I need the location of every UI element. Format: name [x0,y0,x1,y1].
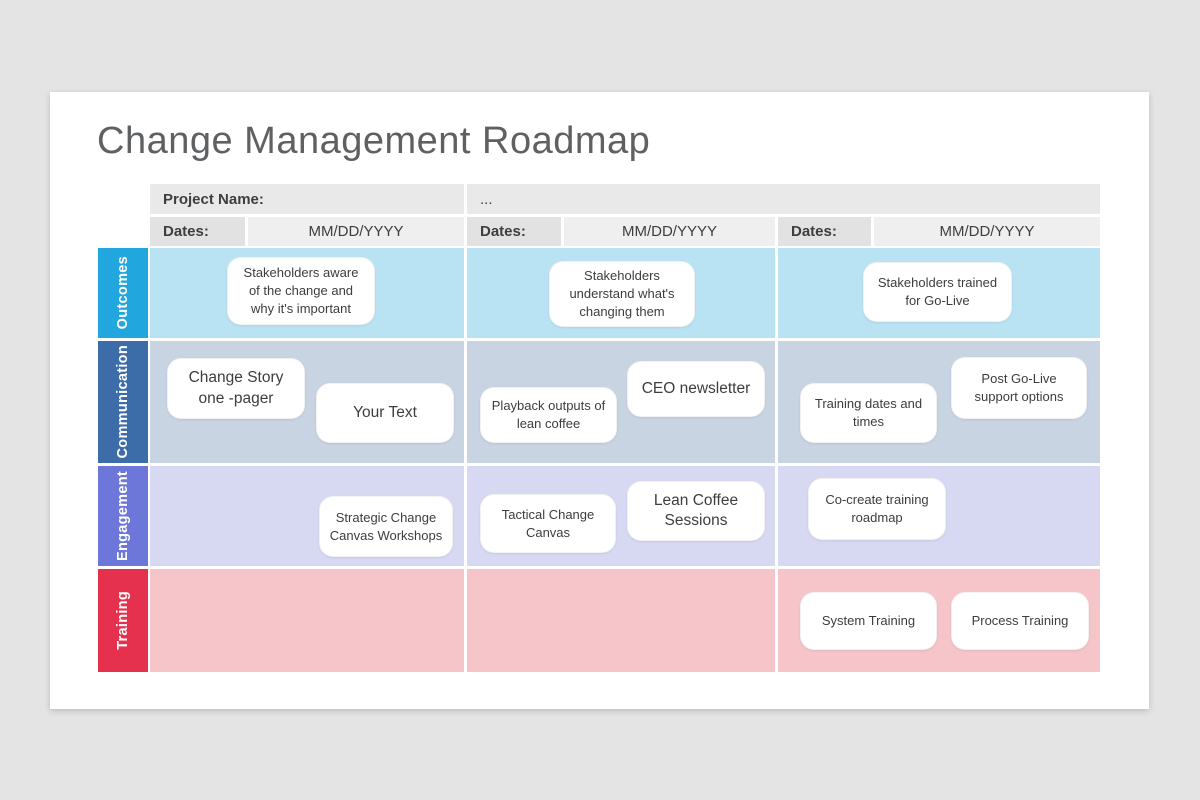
row-label-communication: Communication [98,341,148,463]
project-name-value-cell[interactable]: ... [467,184,1100,214]
page-title: Change Management Roadmap [97,120,651,162]
activity-card[interactable]: Your Text [316,383,454,443]
dates-label-3: Dates: [778,217,871,246]
project-name-label-cell: Project Name: [150,184,464,214]
activity-card[interactable]: Stakeholders aware of the change and why… [227,257,375,325]
dates-label-1: Dates: [150,217,245,246]
activity-card-text: Playback outputs of lean coffee [491,398,606,431]
activity-card[interactable]: Training dates and times [800,383,937,443]
activity-card-text: Stakeholders trained for Go-Live [877,275,998,308]
activity-card-text: Strategic Change Canvas Workshops [329,509,443,543]
activity-card-text: Change Story one -pager [188,369,284,407]
activity-card[interactable]: Post Go-Live support options [951,357,1087,419]
activity-card[interactable]: Playback outputs of lean coffee [480,387,617,443]
activity-card[interactable]: Change Story one -pager [167,358,305,419]
project-name-label: Project Name: [163,190,264,208]
dates-label-2: Dates: [467,217,561,246]
activity-card-text: System Training [821,613,916,629]
activity-card[interactable]: Co-create training roadmap [808,478,946,540]
activity-card[interactable]: Stakeholders understand what's changing … [549,261,695,327]
activity-card-text: Training dates and times [814,396,923,429]
training-cell-phase1 [150,569,464,672]
dates-value-1[interactable]: MM/DD/YYYY [248,217,464,246]
activity-card-text: Your Text [353,403,417,421]
activity-card-text: Post Go-Live support options [974,371,1064,404]
row-label-training: Training [98,569,148,672]
row-label-communication-text: Communication [115,345,131,459]
row-label-engagement: Engagement [98,466,148,566]
activity-card-text: Lean Coffee Sessions [653,491,739,529]
activity-card-text: Stakeholders understand what's changing … [569,268,675,319]
activity-card-text: Stakeholders aware of the change and why… [243,265,359,316]
row-label-engagement-text: Engagement [115,470,131,561]
training-cell-phase2 [467,569,775,672]
activity-card[interactable]: Lean Coffee Sessions [627,481,765,541]
project-name-value[interactable]: ... [480,190,493,208]
activity-card-text: Tactical Change Canvas [501,506,595,540]
activity-card-text: Process Training [971,613,1069,629]
activity-card[interactable]: CEO newsletter [627,361,765,417]
activity-card[interactable]: Stakeholders trained for Go-Live [863,262,1012,322]
row-label-outcomes-text: Outcomes [115,256,131,330]
dates-value-3[interactable]: MM/DD/YYYY [874,217,1100,246]
row-label-outcomes: Outcomes [98,248,148,338]
activity-card-text: CEO newsletter [641,379,751,397]
activity-card[interactable]: Tactical Change Canvas [480,494,616,553]
row-label-training-text: Training [115,591,131,650]
dates-value-2[interactable]: MM/DD/YYYY [564,217,775,246]
activity-card-text: Co-create training roadmap [825,492,929,525]
activity-card[interactable]: Strategic Change Canvas Workshops [319,496,453,557]
activity-card[interactable]: System Training [800,592,937,650]
activity-card[interactable]: Process Training [951,592,1089,650]
